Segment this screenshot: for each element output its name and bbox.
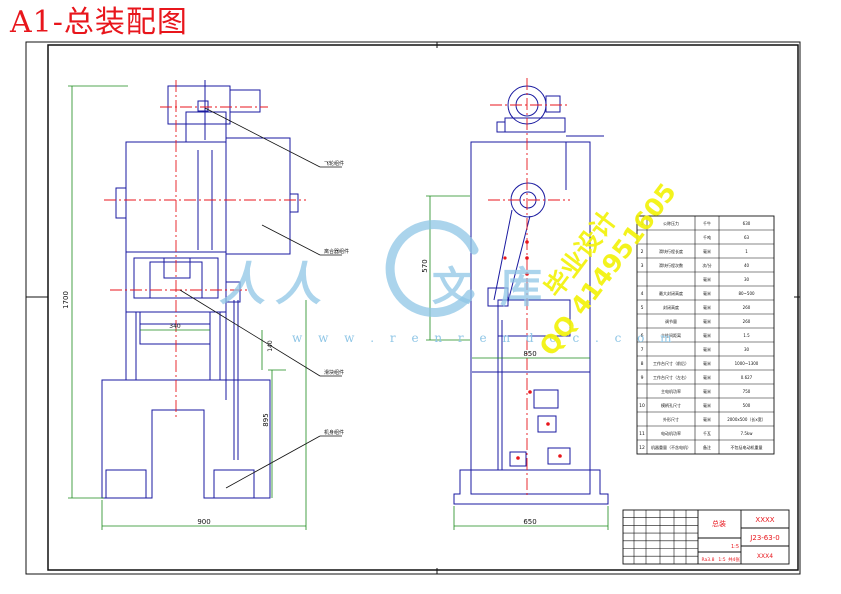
spec-cell: 1.5 <box>743 333 750 338</box>
title-block-grid <box>623 510 698 564</box>
spec-cell: 主电机功率 <box>661 388 681 394</box>
tb-small-3: 共4张 <box>728 556 740 563</box>
spec-cell: 不包括电动机重量 <box>731 444 763 450</box>
spec-cell: 模柄孔尺寸 <box>661 402 681 408</box>
front-width-dim: 900 <box>197 518 210 526</box>
watermark-char-3: 文 <box>432 264 472 310</box>
spec-cell: 毫米 <box>703 360 711 366</box>
tb-small-1: Ra3.8 <box>702 557 715 563</box>
spec-cell: 30 <box>744 347 750 352</box>
spec-cell: 1 <box>641 221 644 227</box>
spec-cell: 毫米 <box>703 374 711 380</box>
spec-cell: 10 <box>639 403 645 409</box>
title-block <box>622 509 790 565</box>
spec-cell: 11 <box>639 431 645 437</box>
spec-cell: 7.5kw <box>741 431 754 436</box>
front-center-lines <box>104 80 306 420</box>
spec-cell: 滑块行程次数 <box>659 262 683 268</box>
spec-cell: 电动机功率 <box>661 430 681 436</box>
spec-cell: 毫米 <box>703 304 711 310</box>
spec-cell: 外形尺寸 <box>663 416 679 422</box>
spec-cell: 40 <box>744 263 750 268</box>
spec-cell: 立柱间距离 <box>661 332 681 338</box>
watermark-logo <box>385 220 479 318</box>
spec-cell: 260 <box>743 319 751 324</box>
spec-cell: 1 <box>745 249 748 254</box>
spec-cell: 2000x500（长x宽） <box>727 416 766 422</box>
tb-drawing-no: J23-63-0 <box>749 534 779 542</box>
sheet-frame <box>25 41 801 575</box>
spec-cell: 公称压力 <box>663 220 679 226</box>
side-center-lines <box>488 78 570 498</box>
spec-cell: 千吨 <box>703 234 711 240</box>
side-width-dim: 850 <box>523 350 536 358</box>
stroke-dim: 140 <box>267 340 274 352</box>
leader-label-1: 飞轮组件 <box>324 160 344 167</box>
spec-cell: 毫米 <box>703 388 711 394</box>
spec-cell: 千牛 <box>703 220 711 226</box>
leader-label-4: 机身组件 <box>324 429 344 436</box>
tb-name: 总装 <box>712 519 726 528</box>
spec-cell: 封闭高度 <box>663 304 679 310</box>
bed-height-dim: 895 <box>262 413 270 426</box>
watermark-char-4: 库 <box>500 263 542 312</box>
front-height-dim: 1700 <box>62 291 70 309</box>
spec-cell: 毫米 <box>703 402 711 408</box>
spec-cell: 5 <box>641 305 644 311</box>
spec-cell: 3 <box>641 263 644 269</box>
spec-cell: 9 <box>641 375 644 381</box>
spec-cell: 30 <box>744 277 750 282</box>
spec-cell: 6 <box>641 333 644 339</box>
tb-company: XXXX <box>755 516 774 524</box>
spec-cell: 80~500 <box>738 291 755 296</box>
spec-cell: 1000~1300 <box>735 361 759 366</box>
leader-label-3: 滑块组件 <box>324 369 344 376</box>
spec-cell: 2 <box>641 249 644 255</box>
spec-cell: 毫米 <box>703 318 711 324</box>
leader-label-2: 离合器组件 <box>324 248 349 255</box>
spec-cell: 工作台尺寸（左右） <box>653 374 689 380</box>
side-red-points <box>503 240 562 460</box>
spec-cell: 毫米 <box>703 276 711 282</box>
watermark-char-2: 人 <box>273 257 329 311</box>
slot-width-dim: 340 <box>169 323 181 330</box>
front-view <box>101 80 299 499</box>
tb-scale: 1:5 <box>731 544 739 550</box>
spec-cell: 备注 <box>703 444 711 450</box>
spec-cell: 毫米 <box>703 290 711 296</box>
spec-cell: 0.627 <box>741 375 753 380</box>
spec-cell: 机器重量（不含电机） <box>651 444 691 450</box>
spec-cell: 调节量 <box>665 318 677 324</box>
spec-cell: 500 <box>743 403 751 408</box>
spec-cell: 8 <box>641 361 644 367</box>
spec-cell: 毫米 <box>703 416 711 422</box>
tb-sheet: XXX4 <box>757 553 773 560</box>
spec-cell: 260 <box>743 305 751 310</box>
side-depth-dim: 650 <box>523 518 536 526</box>
spec-cell: 次/分 <box>702 262 711 268</box>
spec-cell: 最大封闭高度 <box>659 290 683 296</box>
watermark-char-1: 人 <box>217 257 273 311</box>
front-leaders <box>179 107 342 489</box>
spec-cell: 630 <box>743 221 751 226</box>
front-dimensions <box>68 85 307 530</box>
watermark-url: w w w . r e n r e n d o c . c o m <box>292 331 678 345</box>
spec-cell: 63 <box>744 235 750 240</box>
spec-cell: 4 <box>641 291 644 297</box>
spec-cell: 千瓦 <box>703 430 711 436</box>
tb-small-2: 1:5 <box>718 557 725 563</box>
side-height-dim: 570 <box>421 259 429 272</box>
spec-cell: 12 <box>639 445 645 451</box>
spec-cell: 工作台尺寸（前后） <box>653 360 689 366</box>
spec-cell: 毫米 <box>703 332 711 338</box>
drawing-texts: 900 1700 895 340 140 850 650 570 飞轮组件 离合… <box>62 160 780 563</box>
spec-cell: 滑块行程长度 <box>659 248 683 254</box>
spec-cell: 7 <box>641 347 644 353</box>
spec-cell: 毫米 <box>703 248 711 254</box>
spec-cell: 750 <box>743 389 751 394</box>
spec-cell: 毫米 <box>703 346 711 352</box>
sheet-title: A1-总装配图 <box>10 5 188 40</box>
